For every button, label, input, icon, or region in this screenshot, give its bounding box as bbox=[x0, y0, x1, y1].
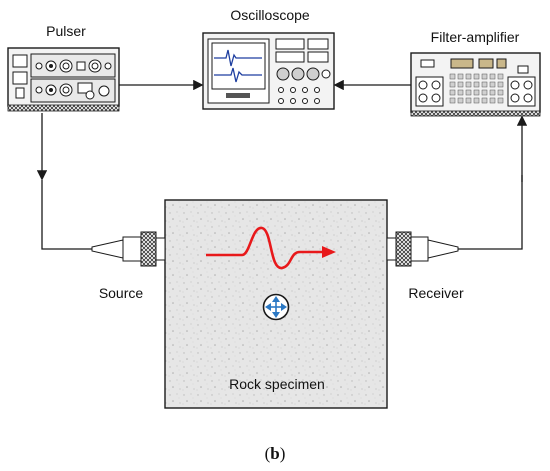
source-transducer bbox=[91, 231, 166, 267]
rock-specimen-label: Rock specimen bbox=[229, 376, 325, 392]
strain-indicator-icon bbox=[262, 293, 290, 321]
filter-amplifier-instrument bbox=[410, 52, 541, 117]
caption-open-paren: ( bbox=[265, 444, 271, 463]
receiver-label: Receiver bbox=[408, 285, 464, 301]
filter-amplifier-label: Filter-amplifier bbox=[431, 29, 520, 45]
source-label: Source bbox=[99, 285, 144, 301]
signal-wiring bbox=[36, 79, 528, 250]
caption-letter: b bbox=[270, 444, 279, 463]
pulser-label: Pulser bbox=[46, 23, 86, 39]
pulser-instrument bbox=[7, 47, 120, 112]
oscilloscope-label: Oscilloscope bbox=[230, 7, 310, 23]
oscilloscope-instrument bbox=[202, 32, 335, 110]
caption-close-paren: ) bbox=[280, 444, 286, 463]
figure-caption: (b) bbox=[265, 444, 286, 463]
wave-propagation-arrow bbox=[206, 226, 336, 270]
screen-trace bbox=[214, 49, 262, 83]
receiver-transducer bbox=[386, 231, 459, 267]
